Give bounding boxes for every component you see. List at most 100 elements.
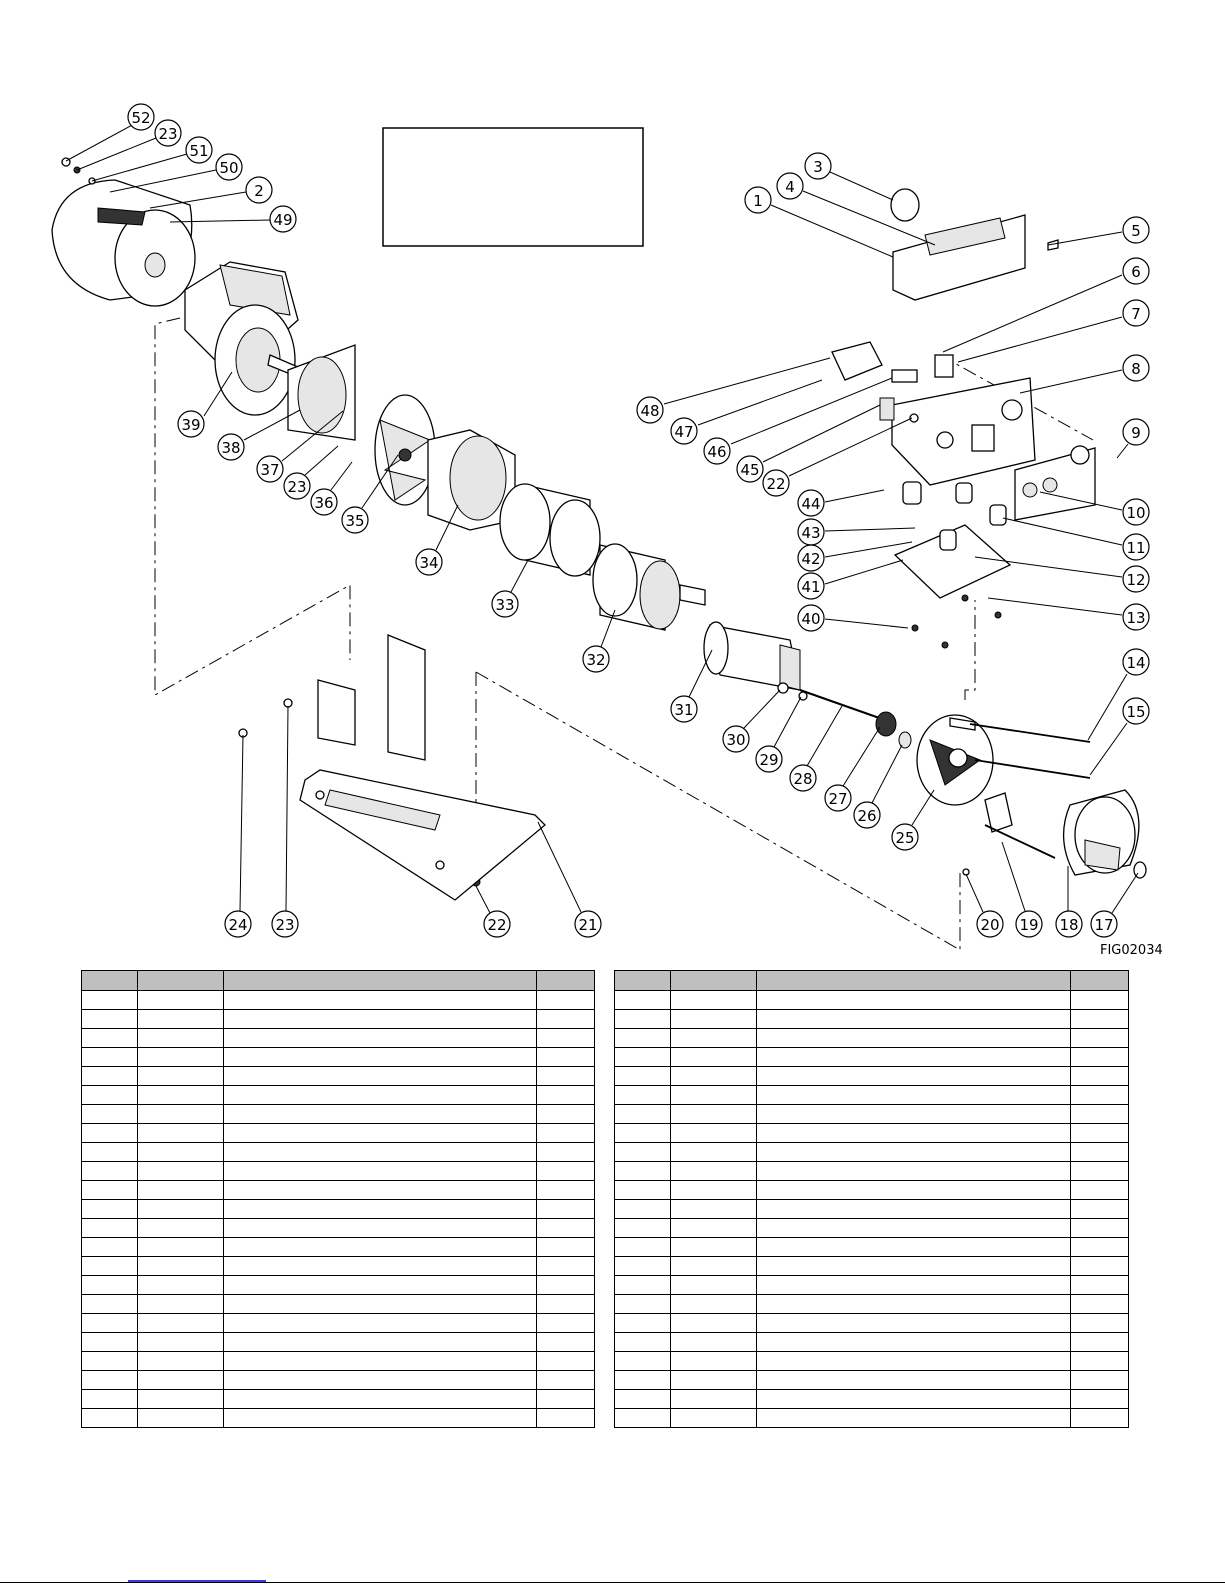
washer: [283, 698, 293, 708]
table-cell: [1070, 1389, 1129, 1409]
table-cell: [1070, 970, 1129, 991]
table-cell: [223, 1199, 537, 1219]
leader-line: [76, 137, 157, 171]
table-cell: [614, 1351, 671, 1371]
svg-text:5: 5: [1131, 222, 1141, 240]
table-cell: [536, 1123, 595, 1143]
table-cell: [614, 1218, 671, 1238]
callout-38: 38: [217, 433, 245, 461]
table-cell: [1070, 1180, 1129, 1200]
table-cell: [756, 1199, 1071, 1219]
table-header-row: [81, 970, 595, 991]
callout-11: 11: [1122, 533, 1150, 561]
table-cell: [614, 1085, 671, 1105]
table-cell: [756, 1370, 1071, 1390]
table-cell: [670, 1370, 757, 1390]
table-cell: [81, 1275, 138, 1295]
callout-46: 46: [703, 437, 731, 465]
table-row: [81, 1142, 595, 1162]
table-cell: [1070, 1408, 1129, 1428]
table-cell: [536, 1066, 595, 1086]
callout-41: 41: [797, 572, 825, 600]
callout-23: 23: [283, 472, 311, 500]
table-row: [81, 1237, 595, 1257]
leader-line: [203, 371, 233, 417]
callout-40: 40: [797, 604, 825, 632]
table-cell: [81, 990, 138, 1010]
callout-9: 9: [1122, 418, 1150, 446]
table-cell: [81, 1028, 138, 1048]
svg-text:25: 25: [895, 829, 914, 847]
callout-8: 8: [1122, 354, 1150, 382]
callout-10: 10: [1122, 498, 1150, 526]
leader-line: [770, 204, 894, 258]
leader-line: [974, 556, 1123, 578]
leader-line: [697, 379, 823, 426]
table-cell: [137, 1275, 224, 1295]
leader-line: [1001, 841, 1026, 912]
table-cell: [536, 970, 595, 991]
callout-39: 39: [177, 410, 205, 438]
table-row: [614, 1237, 1129, 1257]
table-cell: [536, 1389, 595, 1409]
table-cell: [670, 990, 757, 1010]
leader-line: [957, 316, 1123, 363]
callout-42: 42: [797, 544, 825, 572]
svg-text:30: 30: [726, 731, 745, 749]
table-row: [81, 1275, 595, 1295]
leader-line: [824, 489, 885, 503]
parts-table-body: [81, 970, 595, 1428]
callout-bubbles: 5223515024939383723363534333231302928272…: [127, 103, 1150, 938]
table-cell: [81, 1009, 138, 1029]
svg-text:27: 27: [828, 790, 847, 808]
table-cell: [614, 1370, 671, 1390]
leader-line: [600, 609, 616, 648]
table-cell: [756, 1066, 1071, 1086]
callout-43: 43: [797, 518, 825, 546]
table-cell: [137, 1256, 224, 1276]
leader-line: [1087, 673, 1128, 741]
leader-line: [965, 873, 984, 913]
svg-text:36: 36: [314, 494, 333, 512]
table-cell: [81, 1408, 138, 1428]
alignment-line: [964, 600, 976, 700]
table-cell: [536, 1294, 595, 1314]
table-cell: [670, 1294, 757, 1314]
svg-text:24: 24: [228, 916, 247, 934]
leader-line: [65, 123, 135, 162]
leader-line: [730, 377, 893, 445]
table-cell: [1070, 1028, 1129, 1048]
table-cell: [614, 1066, 671, 1086]
callout-3: 3: [804, 152, 832, 180]
callout-24: 24: [224, 910, 252, 938]
svg-text:33: 33: [495, 596, 514, 614]
table-cell: [1070, 1370, 1129, 1390]
leader-line: [1019, 369, 1123, 394]
table-cell: [614, 1275, 671, 1295]
leader-line: [1089, 722, 1128, 776]
callout-23: 23: [154, 119, 182, 147]
table-cell: [81, 1161, 138, 1181]
table-row: [81, 1370, 595, 1390]
table-header-row: [614, 970, 1129, 991]
table-cell: [137, 1389, 224, 1409]
table-cell: [81, 1370, 138, 1390]
table-cell: [670, 1313, 757, 1333]
table-cell: [614, 1161, 671, 1181]
table-cell: [1070, 1256, 1129, 1276]
leader-line: [1116, 443, 1129, 459]
fan-part: [374, 394, 436, 506]
leader-line: [987, 597, 1123, 616]
table-cell: [137, 970, 224, 991]
table-cell: [756, 1009, 1071, 1029]
table-cell: [137, 1237, 224, 1257]
callout-7: 7: [1122, 299, 1150, 327]
table-row: [81, 1351, 595, 1371]
control-cover-part: [890, 188, 1059, 301]
callout-22: 22: [762, 469, 790, 497]
table-cell: [756, 1047, 1071, 1067]
svg-text:34: 34: [419, 554, 438, 572]
svg-text:31: 31: [674, 701, 693, 719]
svg-text:3: 3: [813, 158, 823, 176]
footer-link[interactable]: [128, 1580, 266, 1582]
